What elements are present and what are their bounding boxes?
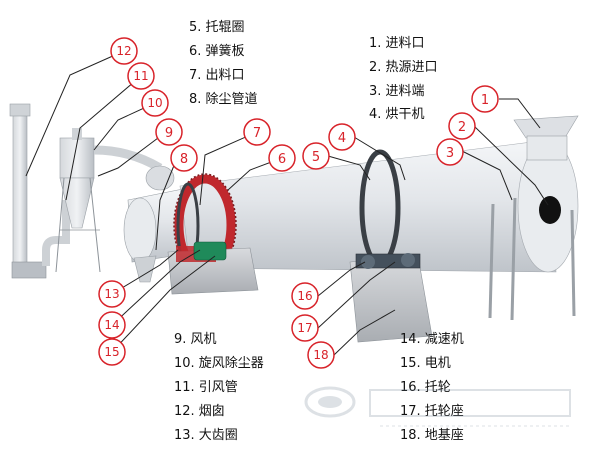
cyclone-dust-collector: [55, 128, 101, 273]
fan: [145, 165, 175, 191]
dust-removal-duct: [93, 145, 163, 172]
marker-2-label: 2: [458, 120, 466, 135]
marker-11: 11: [127, 62, 155, 90]
marker-15-label: 15: [104, 345, 119, 359]
legend-item-11: 11. 引风管: [174, 380, 238, 395]
legend-item-18: 18. 地基座: [400, 428, 464, 443]
marker-7-label: 7: [253, 126, 261, 141]
marker-9-label: 9: [165, 126, 173, 141]
legend-item-14: 14. 减速机: [400, 332, 464, 347]
feed-end: [488, 115, 579, 321]
legend-item-13: 13. 大齿圈: [174, 428, 238, 443]
legend-item-16: 16. 托轮: [400, 380, 451, 395]
drive-base: [167, 241, 259, 295]
marker-10-label: 10: [147, 96, 162, 110]
marker-18: 18: [307, 341, 335, 369]
legend-item-6: 6. 弹簧板: [189, 44, 245, 59]
marker-12-label: 12: [116, 44, 131, 58]
support-roller-base: [349, 253, 433, 343]
legend-item-4: 4. 烘干机: [369, 107, 425, 122]
legend-item-17: 17. 托轮座: [400, 404, 464, 419]
marker-14: 14: [98, 311, 126, 339]
marker-1: 1: [471, 85, 499, 113]
legend-item-8: 8. 除尘管道: [189, 92, 258, 107]
marker-6: 6: [268, 144, 296, 172]
marker-13: 13: [98, 280, 126, 308]
marker-18-label: 18: [313, 348, 328, 362]
marker-3: 3: [436, 138, 464, 166]
marker-9: 9: [155, 118, 183, 146]
legend-item-1: 1. 进料口: [369, 36, 425, 51]
marker-4: 4: [328, 123, 356, 151]
marker-6-label: 6: [278, 152, 286, 167]
leader-lines: [25, 50, 549, 356]
marker-4-label: 4: [338, 131, 346, 146]
legend-item-10: 10. 旋风除尘器: [174, 356, 264, 371]
induced-draft-duct: [42, 200, 70, 266]
marker-12: 12: [110, 37, 138, 65]
marker-7: 7: [243, 118, 271, 146]
marker-5-label: 5: [312, 150, 320, 165]
marker-17: 17: [291, 314, 319, 342]
chimney: [9, 103, 47, 279]
marker-3-label: 3: [446, 146, 454, 161]
marker-10: 10: [141, 89, 169, 117]
legend-item-3: 3. 进料端: [369, 84, 425, 99]
legend-item-12: 12. 烟囱: [174, 404, 225, 419]
marker-5: 5: [302, 142, 330, 170]
marker-11-label: 11: [133, 69, 148, 83]
marker-16: 16: [291, 282, 319, 310]
marker-17-label: 17: [297, 321, 312, 335]
legend-item-5: 5. 托辊圈: [189, 20, 245, 35]
legend-item-2: 2. 热源进口: [369, 60, 438, 75]
legend-item-7: 7. 出料口: [189, 68, 245, 83]
marker-15: 15: [98, 338, 126, 366]
marker-8-label: 8: [180, 152, 188, 167]
marker-13-label: 13: [104, 287, 119, 301]
marker-14-label: 14: [104, 318, 119, 332]
marker-1-label: 1: [481, 93, 489, 108]
dryer-drum: [179, 139, 579, 273]
legend-item-15: 15. 电机: [400, 356, 451, 371]
marker-16-label: 16: [297, 289, 312, 303]
marker-2: 2: [448, 112, 476, 140]
marker-8: 8: [170, 144, 198, 172]
legend-item-9: 9. 风机: [174, 332, 217, 347]
